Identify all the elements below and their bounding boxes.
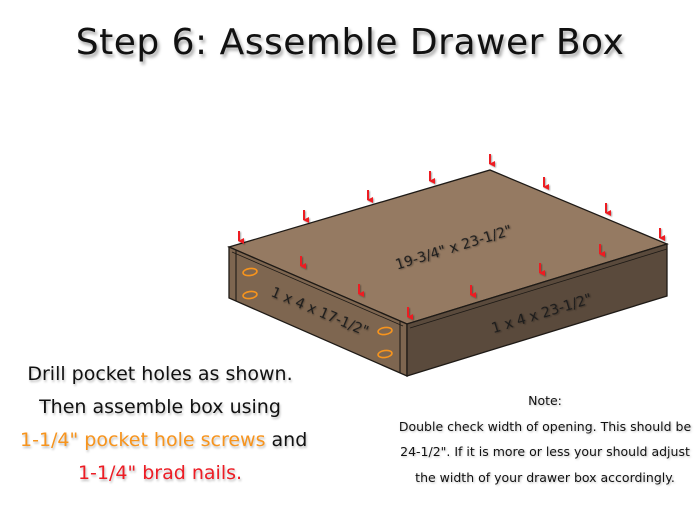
instruction-line: Drill pocket holes as shown. <box>27 363 293 385</box>
note-line: Double check width of opening. This shou… <box>398 418 692 434</box>
board-edge-line <box>409 248 668 329</box>
note-line: 24-1/2". If it is more or less your shou… <box>400 444 690 459</box>
front-board <box>406 243 668 377</box>
pocket-hole-icon <box>242 267 393 359</box>
brad-nails-highlight: 1-1/4" brad nails. <box>77 462 243 484</box>
instruction-line: 1-1/4" pocket hole screws and <box>20 424 307 457</box>
instruction-line: Then assemble box using <box>39 396 281 418</box>
assembly-instructions: Drill pocket holes as shown. Then assemb… <box>20 358 307 490</box>
note-heading: Note: <box>528 393 562 408</box>
page-title: Step 6: Assemble Drawer Box <box>75 22 625 63</box>
instruction-text: and <box>265 429 308 451</box>
pocket-screws-highlight: 1-1/4" pocket hole screws <box>20 429 266 451</box>
board-edge-line <box>231 251 404 327</box>
note-block: Note: Double check width of opening. Thi… <box>395 388 695 490</box>
note-line: the width of your drawer box accordingly… <box>415 469 675 485</box>
down-arrow-icon <box>238 154 665 320</box>
